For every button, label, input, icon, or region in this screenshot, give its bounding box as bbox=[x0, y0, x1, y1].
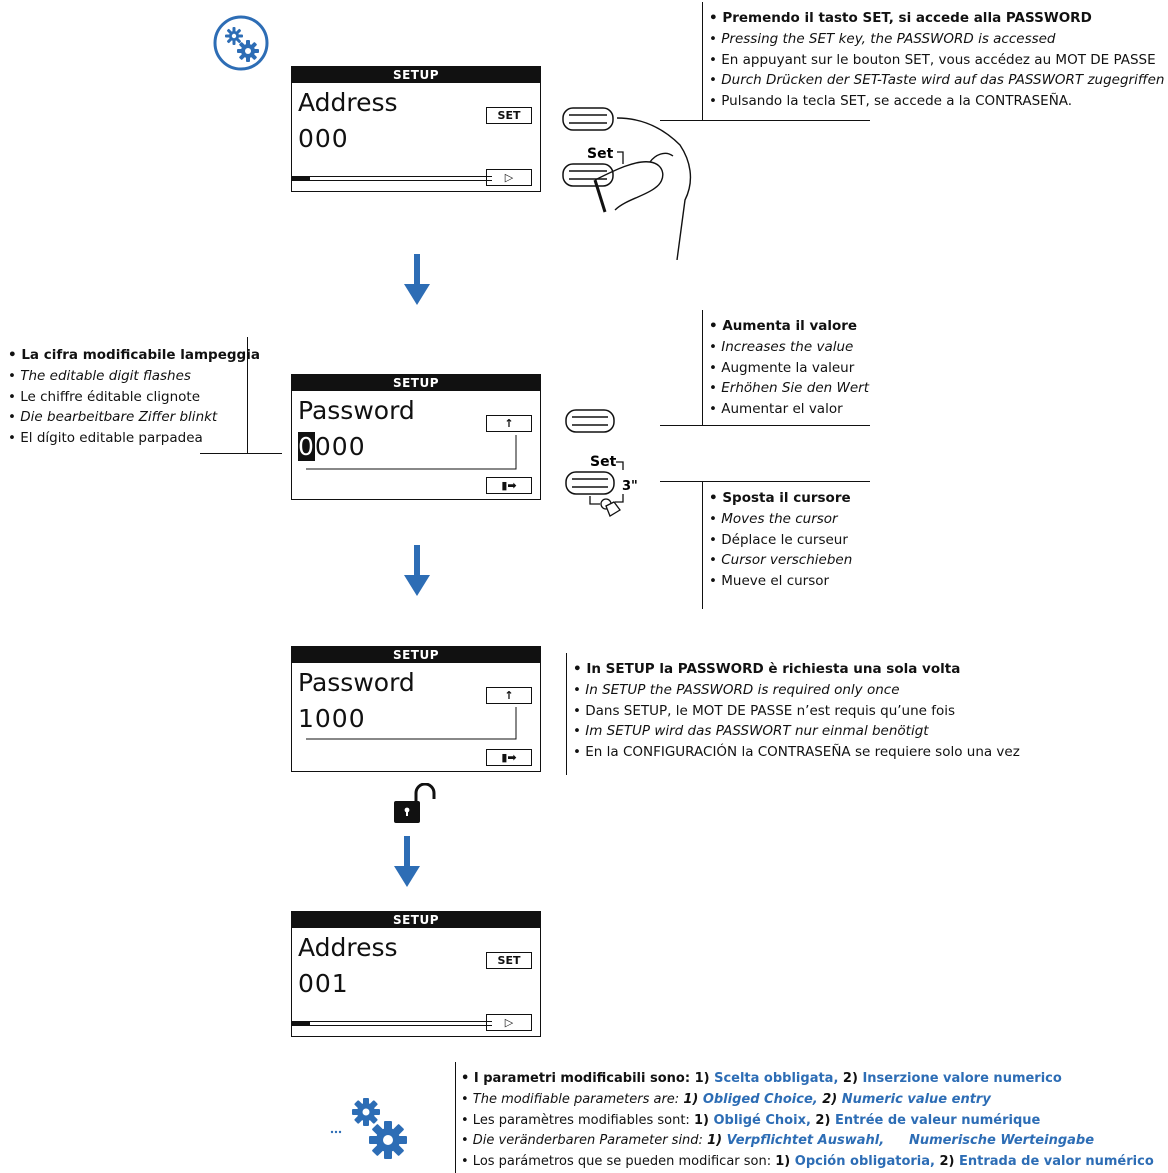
note-modifiable-parameters: • I parametri modificabili sono: 1) Scel… bbox=[461, 1069, 1154, 1173]
lcd-screen-address-updated: SETUP Address 001 SET ▷ bbox=[291, 911, 541, 1037]
note-line: • I parametri modificabili sono: 1) Scel… bbox=[461, 1071, 1062, 1086]
screen-value: 0000 bbox=[298, 432, 366, 461]
note-line: • En la CONFIGURACIÓN la CONTRASEÑA se r… bbox=[573, 744, 1020, 761]
flashing-digit: 0 bbox=[298, 432, 315, 461]
note-move-cursor: • Sposta il cursore • Moves the cursor •… bbox=[709, 488, 852, 592]
note-line: • Pulsando la tecla SET, se accede a la … bbox=[709, 93, 1073, 110]
cursor-softkey[interactable]: ▮➡ bbox=[486, 749, 532, 766]
down-arrow-icon bbox=[404, 254, 430, 305]
hardware-keys-icon: Set 3" bbox=[565, 409, 638, 517]
note-line: • In SETUP la PASSWORD è richiesta una s… bbox=[573, 661, 961, 677]
lcd-screen-password-edit: SETUP Password 0000 ↑ ▮➡ bbox=[291, 374, 541, 500]
hold-duration-label: 3" bbox=[622, 479, 638, 494]
unlocked-padlock-icon bbox=[394, 783, 436, 823]
note-line: • Déplace le curseur bbox=[709, 531, 848, 548]
parameters-gears-icon bbox=[330, 1098, 407, 1159]
progress-bar bbox=[292, 176, 492, 181]
note-line: • Die veränderbaren Parameter sind: 1) V… bbox=[461, 1133, 1095, 1149]
note-line: • In SETUP the PASSWORD is required only… bbox=[573, 681, 900, 698]
set-softkey[interactable]: SET bbox=[486, 952, 532, 969]
settings-gear-icon bbox=[213, 15, 269, 71]
screen-label: Password bbox=[298, 668, 415, 697]
screen-label: Address bbox=[298, 933, 398, 962]
screen-value: 001 bbox=[298, 969, 349, 998]
note-password-access: • Premendo il tasto SET, si accede alla … bbox=[709, 8, 1164, 112]
set-key-label: Set bbox=[587, 146, 614, 162]
note-line: • The editable digit flashes bbox=[8, 367, 191, 384]
note-line: • Erhöhen Sie den Wert bbox=[709, 380, 869, 397]
note-line: • Mueve el cursor bbox=[709, 573, 830, 590]
connector-line bbox=[306, 707, 517, 740]
screen-header: SETUP bbox=[292, 67, 540, 83]
lcd-screen-address-initial: SETUP Address 000 SET ▷ bbox=[291, 66, 541, 192]
screen-header: SETUP bbox=[292, 647, 540, 663]
set-key-label: Set bbox=[590, 454, 617, 470]
note-line: • Die bearbeitbare Ziffer blinkt bbox=[8, 409, 218, 426]
screen-header: SETUP bbox=[292, 375, 540, 391]
note-line: • Sposta il cursore bbox=[709, 490, 851, 506]
screen-label: Address bbox=[298, 88, 398, 117]
note-line: • El dígito editable parpadea bbox=[8, 430, 203, 447]
note-line: • Los parámetros que se pueden modificar… bbox=[461, 1154, 1154, 1170]
note-line: • Dans SETUP, le MOT DE PASSE n’est requ… bbox=[573, 702, 956, 719]
next-softkey[interactable]: ▷ bbox=[486, 169, 532, 186]
note-line: • Pressing the SET key, the PASSWORD is … bbox=[709, 30, 1056, 47]
note-line: • Im SETUP wird das PASSWORT nur einmal … bbox=[573, 723, 929, 740]
note-digit-flashes: • La cifra modificabile lampeggia • The … bbox=[8, 345, 260, 449]
note-line: • Les paramètres modifiables sont: 1) Ob… bbox=[461, 1112, 1041, 1128]
hand-pressing-set-key-icon: Set bbox=[562, 107, 692, 260]
next-softkey[interactable]: ▷ bbox=[486, 1014, 532, 1031]
screen-label: Password bbox=[298, 396, 415, 425]
note-line: • Aumenta il valore bbox=[709, 318, 858, 334]
connector-line bbox=[306, 435, 517, 470]
note-line: • La cifra modificabile lampeggia bbox=[8, 347, 260, 363]
set-softkey[interactable]: SET bbox=[486, 107, 532, 124]
note-line: • Moves the cursor bbox=[709, 510, 838, 527]
note-line: • Cursor verschieben bbox=[709, 552, 853, 569]
note-increase-value: • Aumenta il valore • Increases the valu… bbox=[709, 316, 869, 420]
down-arrow-icon bbox=[394, 836, 420, 887]
screen-header: SETUP bbox=[292, 912, 540, 928]
cursor-softkey[interactable]: ▮➡ bbox=[486, 477, 532, 494]
note-line: • Le chiffre éditable clignote bbox=[8, 388, 201, 405]
note-line: • The modifiable parameters are: 1) Obli… bbox=[461, 1091, 991, 1107]
increment-softkey[interactable]: ↑ bbox=[486, 415, 532, 432]
down-arrow-icon bbox=[404, 545, 430, 596]
note-line: • Augmente la valeur bbox=[709, 359, 855, 376]
screen-value: 1000 bbox=[298, 704, 366, 733]
note-line: • Aumentar el valor bbox=[709, 401, 843, 418]
value-rest: 000 bbox=[314, 432, 366, 461]
progress-bar bbox=[292, 1021, 492, 1026]
increment-softkey[interactable]: ↑ bbox=[486, 687, 532, 704]
note-password-once: • In SETUP la PASSWORD è richiesta una s… bbox=[573, 659, 1020, 763]
note-line: • En appuyant sur le bouton SET, vous ac… bbox=[709, 51, 1156, 68]
note-line: • Durch Drücken der SET-Taste wird auf d… bbox=[709, 72, 1165, 89]
note-line: • Premendo il tasto SET, si accede alla … bbox=[709, 10, 1092, 26]
screen-value: 000 bbox=[298, 124, 349, 153]
note-line: • Increases the value bbox=[709, 338, 854, 355]
lcd-screen-password-entered: SETUP Password 1000 ↑ ▮➡ bbox=[291, 646, 541, 772]
